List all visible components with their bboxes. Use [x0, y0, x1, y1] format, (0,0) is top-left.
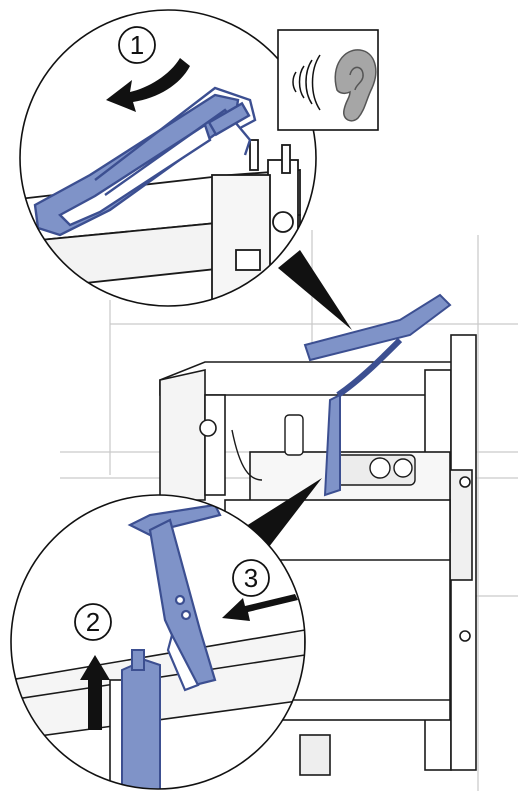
ear-icon [277, 29, 379, 131]
blue-socket [121, 649, 161, 789]
step-2-number: 2 [86, 607, 100, 637]
blue-lever-detached [127, 503, 222, 692]
cistern-pipes [231, 414, 416, 486]
callout-circle-steps-2-3 [10, 494, 306, 790]
step-1-number: 1 [130, 30, 144, 60]
curved-arrow-icon [106, 58, 190, 112]
blue-lever-closeup [33, 86, 257, 237]
step-3-marker: 3 [232, 559, 270, 597]
step-1-marker: 1 [118, 26, 156, 64]
mounting-frame [159, 334, 477, 776]
callout-pointer-top [278, 250, 352, 330]
step-2-marker: 2 [74, 603, 112, 641]
up-arrow-icon [80, 655, 110, 730]
callout-circle-step-1 [19, 9, 317, 307]
left-arrow-icon [222, 594, 298, 621]
callout-pointer-bottom [243, 478, 322, 556]
blue-lever-on-frame [303, 293, 452, 497]
step-3-number: 3 [244, 563, 258, 593]
